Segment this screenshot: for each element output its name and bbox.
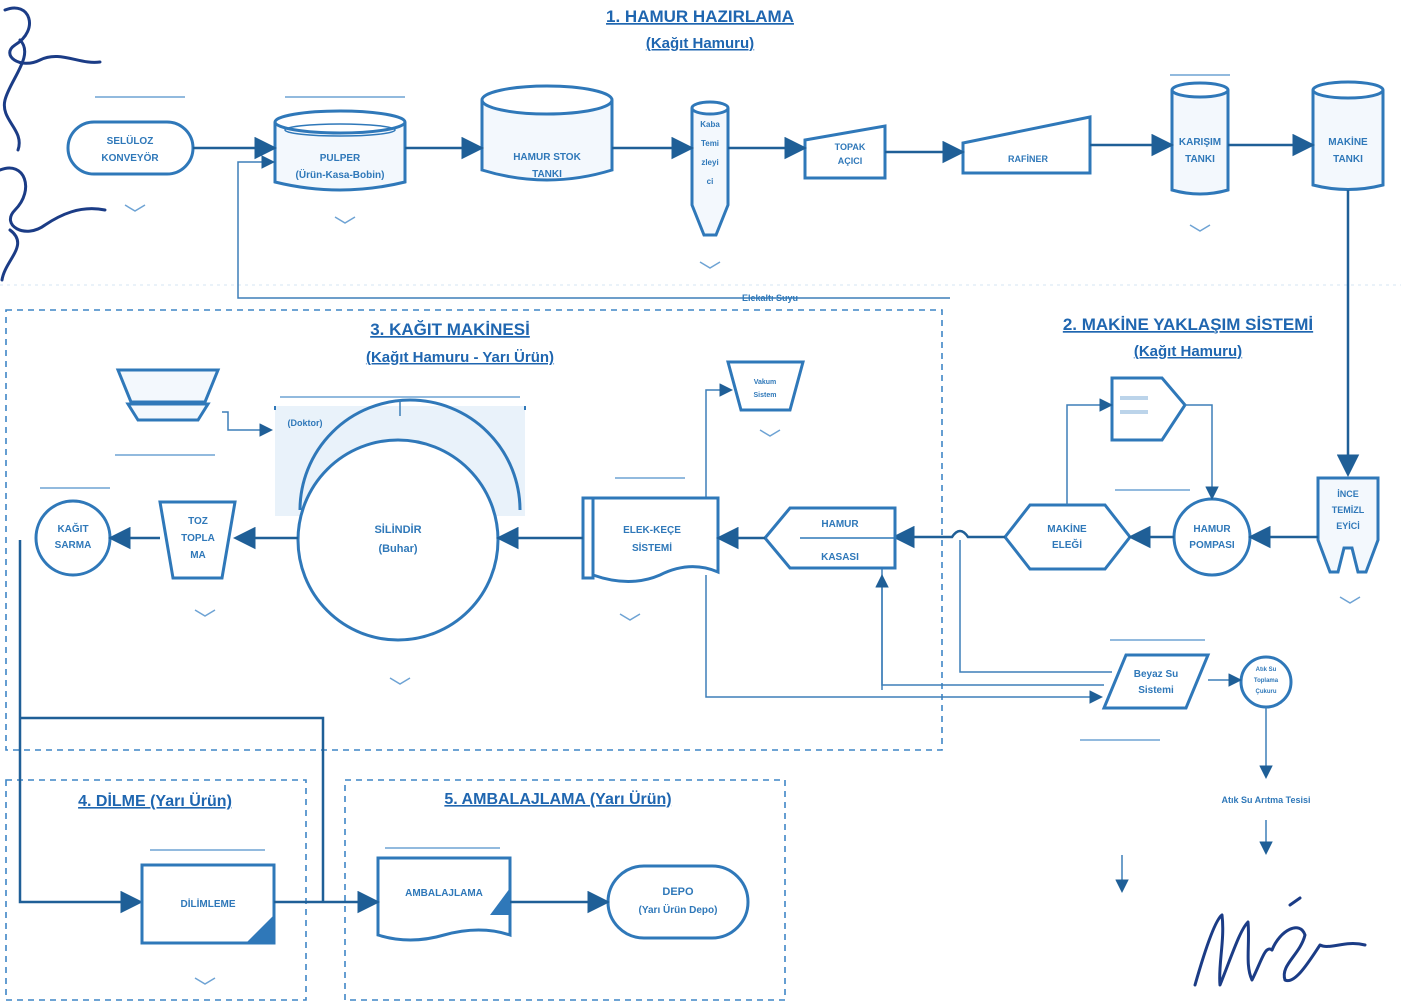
svg-text:DİLİMLEME: DİLİMLEME: [181, 897, 236, 910]
svg-text:SARMA: SARMA: [55, 540, 92, 551]
signature-bottom-right: [1193, 896, 1367, 987]
svg-text:AÇICI: AÇICI: [838, 156, 863, 166]
svg-text:ci: ci: [707, 177, 714, 186]
svg-text:TEMİZL: TEMİZL: [1332, 505, 1365, 515]
svg-text:SELÜLOZ: SELÜLOZ: [107, 134, 154, 147]
svg-text:MA: MA: [190, 550, 206, 561]
hamur-pompasi-node: HAMUR POMPASI: [1172, 497, 1252, 577]
svg-text:zleyi: zleyi: [701, 158, 718, 167]
svg-text:Beyaz Su: Beyaz Su: [1134, 669, 1178, 680]
hamur-kasasi-node: HAMUR KASASI: [763, 506, 897, 570]
section-4-title: 4. DİLME (Yarı Ürün): [78, 791, 232, 810]
silindir-node: SİLİNDİR (Buhar) (Doktor): [274, 398, 526, 642]
svg-text:Temi: Temi: [701, 139, 719, 148]
svg-text:POMPASI: POMPASI: [1189, 540, 1235, 551]
svg-text:Sistem: Sistem: [754, 392, 777, 399]
svg-text:TOPAK: TOPAK: [835, 142, 866, 152]
svg-text:(Yarı Ürün Depo): (Yarı Ürün Depo): [639, 903, 718, 916]
svg-text:Toplama: Toplama: [1254, 678, 1279, 684]
section-2-subtitle: (Kağıt Hamuru): [1134, 343, 1242, 360]
karisim-tanki-node: KARIŞIM TANKI: [1170, 81, 1230, 196]
toz-toplama-node: TOZ TOPLA MA: [158, 500, 237, 580]
svg-text:HAMUR STOK: HAMUR STOK: [513, 152, 581, 163]
rafiner-node: RAFİNER: [961, 115, 1092, 175]
vakum-sistemi-node: Vakum Sistem: [726, 360, 805, 412]
section-1-subtitle: (Kağıt Hamuru): [646, 35, 754, 52]
pulper-node: PULPER (Ürün-Kasa-Bobin): [273, 109, 407, 192]
pressure-screen-node: [1110, 376, 1187, 442]
svg-text:TANKI: TANKI: [1333, 154, 1363, 165]
hamur-stok-tanki-node: HAMUR STOK TANKI: [480, 84, 614, 182]
row-2-flow-arrows: [705, 383, 1318, 893]
ambalajlama-node: AMBALAJLAMA: [376, 856, 512, 942]
svg-text:(Buhar): (Buhar): [378, 543, 417, 555]
svg-text:EYİCİ: EYİCİ: [1336, 521, 1360, 531]
svg-text:MAKİNE: MAKİNE: [1047, 522, 1087, 535]
section-3-title: 3. KAĞIT MAKİNESİ: [370, 320, 530, 339]
svg-text:DEPO: DEPO: [662, 886, 694, 898]
svg-text:Sistemi: Sistemi: [1138, 685, 1174, 696]
svg-text:Vakum: Vakum: [754, 379, 777, 386]
svg-text:KARIŞIM: KARIŞIM: [1179, 137, 1221, 148]
section-5-title: 5. AMBALAJLAMA (Yarı Ürün): [444, 789, 671, 808]
svg-text:TANKI: TANKI: [1185, 154, 1215, 165]
svg-text:KASASI: KASASI: [821, 552, 859, 563]
svg-text:RAFİNER: RAFİNER: [1008, 154, 1048, 164]
svg-text:Atık Su: Atık Su: [1256, 667, 1277, 673]
svg-text:(Ürün-Kasa-Bobin): (Ürün-Kasa-Bobin): [296, 168, 385, 181]
atik-su-toplama-node: Atık Su Toplama Çukuru: [1239, 655, 1293, 709]
section-3-subtitle: (Kağıt Hamuru - Yarı Ürün): [366, 349, 554, 366]
svg-text:AMBALAJLAMA: AMBALAJLAMA: [405, 888, 483, 899]
kaba-temizleyici-node: Kaba Temi zleyi ci: [690, 100, 730, 237]
signature-top-left: [0, 6, 107, 282]
svg-text:İNCE: İNCE: [1337, 489, 1359, 499]
svg-text:HAMUR: HAMUR: [1193, 524, 1231, 535]
elek-kece-sistemi-node: ELEK-KEÇE SİSTEMİ: [581, 496, 720, 583]
svg-text:Çukuru: Çukuru: [1256, 689, 1277, 695]
kagit-sarma-node: KAĞIT SARMA: [34, 499, 112, 577]
svg-text:Kaba: Kaba: [700, 120, 720, 129]
svg-text:ELEK-KEÇE: ELEK-KEÇE: [623, 525, 681, 536]
svg-text:SİLİNDİR: SİLİNDİR: [374, 523, 421, 536]
svg-text:ELEĞİ: ELEĞİ: [1052, 538, 1082, 551]
topak-acici-node: TOPAK AÇICI: [803, 124, 887, 180]
makine-tanki-node: MAKİNE TANKI: [1311, 80, 1385, 191]
svg-text:HAMUR: HAMUR: [821, 519, 859, 530]
svg-text:TOZ: TOZ: [188, 516, 208, 527]
section-frames: [0, 284, 1401, 1001]
svg-text:KAĞIT: KAĞIT: [57, 522, 88, 535]
svg-text:(Doktor): (Doktor): [288, 418, 323, 428]
dilimleme-node: DİLİMLEME: [140, 863, 276, 945]
hood-unit-node: [115, 368, 221, 422]
depo-node: DEPO (Yarı Ürün Depo): [606, 864, 750, 940]
row-1-flow-arrows: [193, 133, 1360, 477]
svg-text:TANKI: TANKI: [532, 169, 562, 180]
svg-text:PULPER: PULPER: [320, 153, 361, 164]
atik-su-aritma-label: Atık Su Arıtma Tesisi: [1221, 795, 1310, 805]
svg-text:KONVEYÖR: KONVEYÖR: [101, 151, 159, 164]
svg-text:TOPLA: TOPLA: [181, 533, 215, 544]
ince-temizleyici-node: İNCE TEMİZL EYİCİ: [1316, 476, 1380, 574]
section-1-title: 1. HAMUR HAZIRLAMA: [606, 7, 794, 26]
row-3-flow-arrows: [18, 400, 765, 914]
svg-text:SİSTEMİ: SİSTEMİ: [632, 541, 672, 554]
makine-elegi-node: MAKİNE ELEĞİ: [1003, 503, 1132, 571]
beyaz-su-sistemi-node: Beyaz Su Sistemi: [1101, 653, 1211, 710]
svg-text:MAKİNE: MAKİNE: [1328, 135, 1368, 148]
control-point-ticks: [40, 74, 1361, 985]
section-2-title: 2. MAKİNE YAKLAŞIM SİSTEMİ: [1063, 315, 1313, 334]
elekalti-suyu-label: Elekaltı Suyu: [742, 293, 798, 303]
seluloz-konveyor-node: SELÜLOZ KONVEYÖR: [66, 120, 195, 176]
